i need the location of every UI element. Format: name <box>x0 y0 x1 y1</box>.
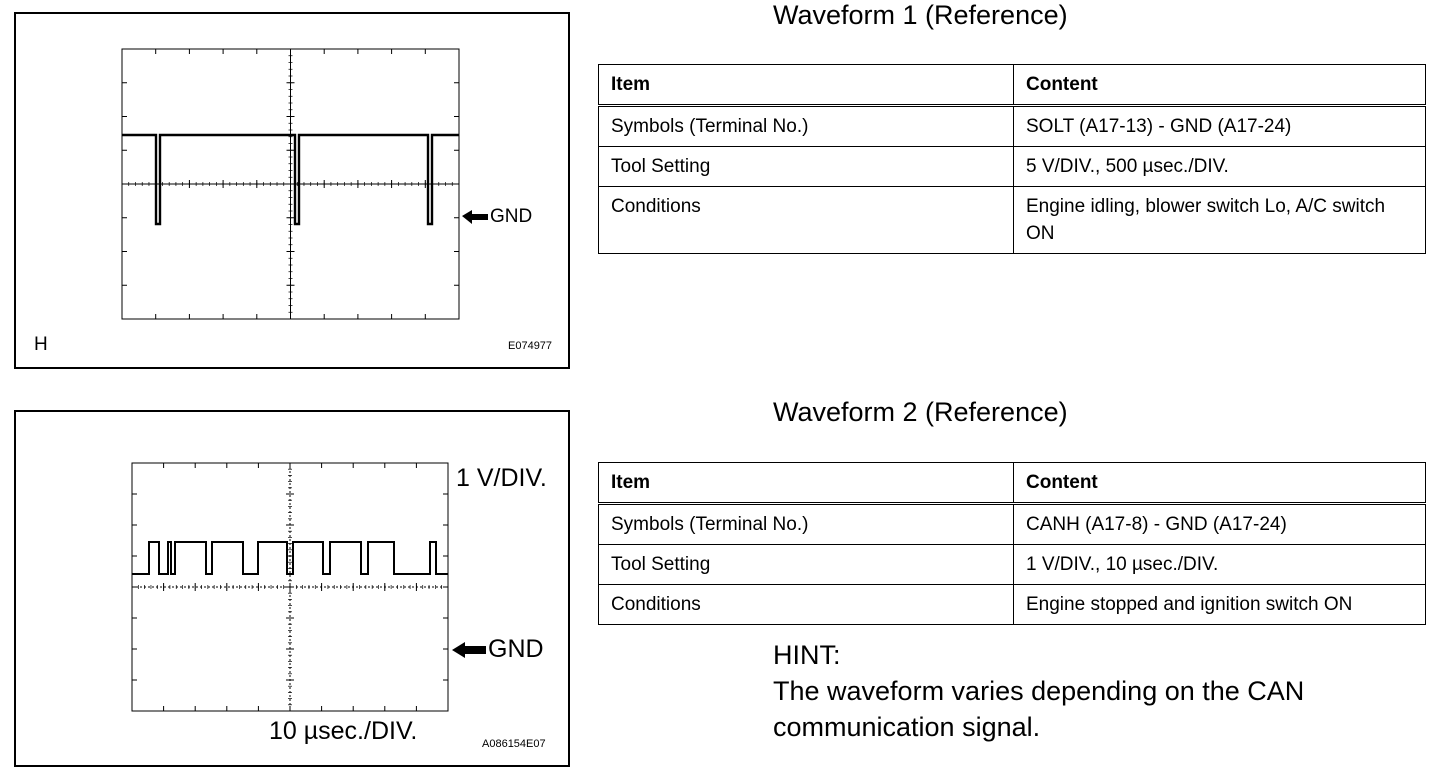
waveform-1-heading: Waveform 1 (Reference) <box>773 0 1068 30</box>
waveform-2-table: Item Content Symbols (Terminal No.) CANH… <box>598 462 1426 625</box>
header-item: Item <box>598 64 1014 107</box>
row-content: CANH (A17-8) - GND (A17-24) <box>1013 503 1426 545</box>
gnd-arrow-icon <box>452 642 486 658</box>
hint-title: HINT: <box>773 640 841 670</box>
row-item: Conditions <box>598 186 1014 254</box>
row-content: 1 V/DIV., 10 µsec./DIV. <box>1013 544 1426 585</box>
table-row: Tool Setting 1 V/DIV., 10 µsec./DIV. <box>598 544 1426 585</box>
waveform-2-figure: 1 V/DIV. GND 10 µsec./DIV. A086154E07 <box>14 410 570 767</box>
row-item: Symbols (Terminal No.) <box>598 503 1014 545</box>
figure-code: A086154E07 <box>482 738 546 750</box>
waveform-2-scope <box>131 462 486 712</box>
waveform-1-figure: GND H E074977 <box>14 12 570 369</box>
header-content: Content <box>1013 462 1426 505</box>
row-item: Tool Setting <box>598 544 1014 585</box>
time-div-label: 10 µsec./DIV. <box>269 717 418 745</box>
header-item: Item <box>598 462 1014 505</box>
volt-div-label: 1 V/DIV. <box>456 464 547 492</box>
row-item: Tool Setting <box>598 146 1014 187</box>
row-content: SOLT (A17-13) - GND (A17-24) <box>1013 105 1426 147</box>
table-header-row: Item Content <box>598 64 1426 107</box>
gnd-label: GND <box>488 635 544 663</box>
table-row: Tool Setting 5 V/DIV., 500 µsec./DIV. <box>598 146 1426 187</box>
hint-line-2: communication signal. <box>773 712 1041 742</box>
gnd-arrow-icon <box>462 210 488 224</box>
scope-grid <box>121 48 460 320</box>
waveform-2-heading: Waveform 2 (Reference) <box>773 397 1068 427</box>
table-row: Symbols (Terminal No.) SOLT (A17-13) - G… <box>598 105 1426 147</box>
waveform-1-table: Item Content Symbols (Terminal No.) SOLT… <box>598 64 1426 254</box>
header-content: Content <box>1013 64 1426 107</box>
hint-line-1: The waveform varies depending on the CAN <box>773 676 1305 706</box>
row-content: Engine idling, blower switch Lo, A/C swi… <box>1013 186 1426 254</box>
row-item: Conditions <box>598 584 1014 625</box>
row-item: Symbols (Terminal No.) <box>598 105 1014 147</box>
table-row: Conditions Engine stopped and ignition s… <box>598 584 1426 625</box>
row-content: Engine stopped and ignition switch ON <box>1013 584 1426 625</box>
waveform-1-scope <box>121 48 488 320</box>
waveform-2-trace <box>132 541 448 575</box>
table-row: Symbols (Terminal No.) CANH (A17-8) - GN… <box>598 503 1426 545</box>
waveform-1-trace <box>122 133 459 226</box>
figure-code: E074977 <box>508 340 553 352</box>
corner-label: H <box>34 334 48 355</box>
row-content: 5 V/DIV., 500 µsec./DIV. <box>1013 146 1426 187</box>
gnd-label: GND <box>490 206 533 227</box>
table-header-row: Item Content <box>598 462 1426 505</box>
table-row: Conditions Engine idling, blower switch … <box>598 186 1426 254</box>
